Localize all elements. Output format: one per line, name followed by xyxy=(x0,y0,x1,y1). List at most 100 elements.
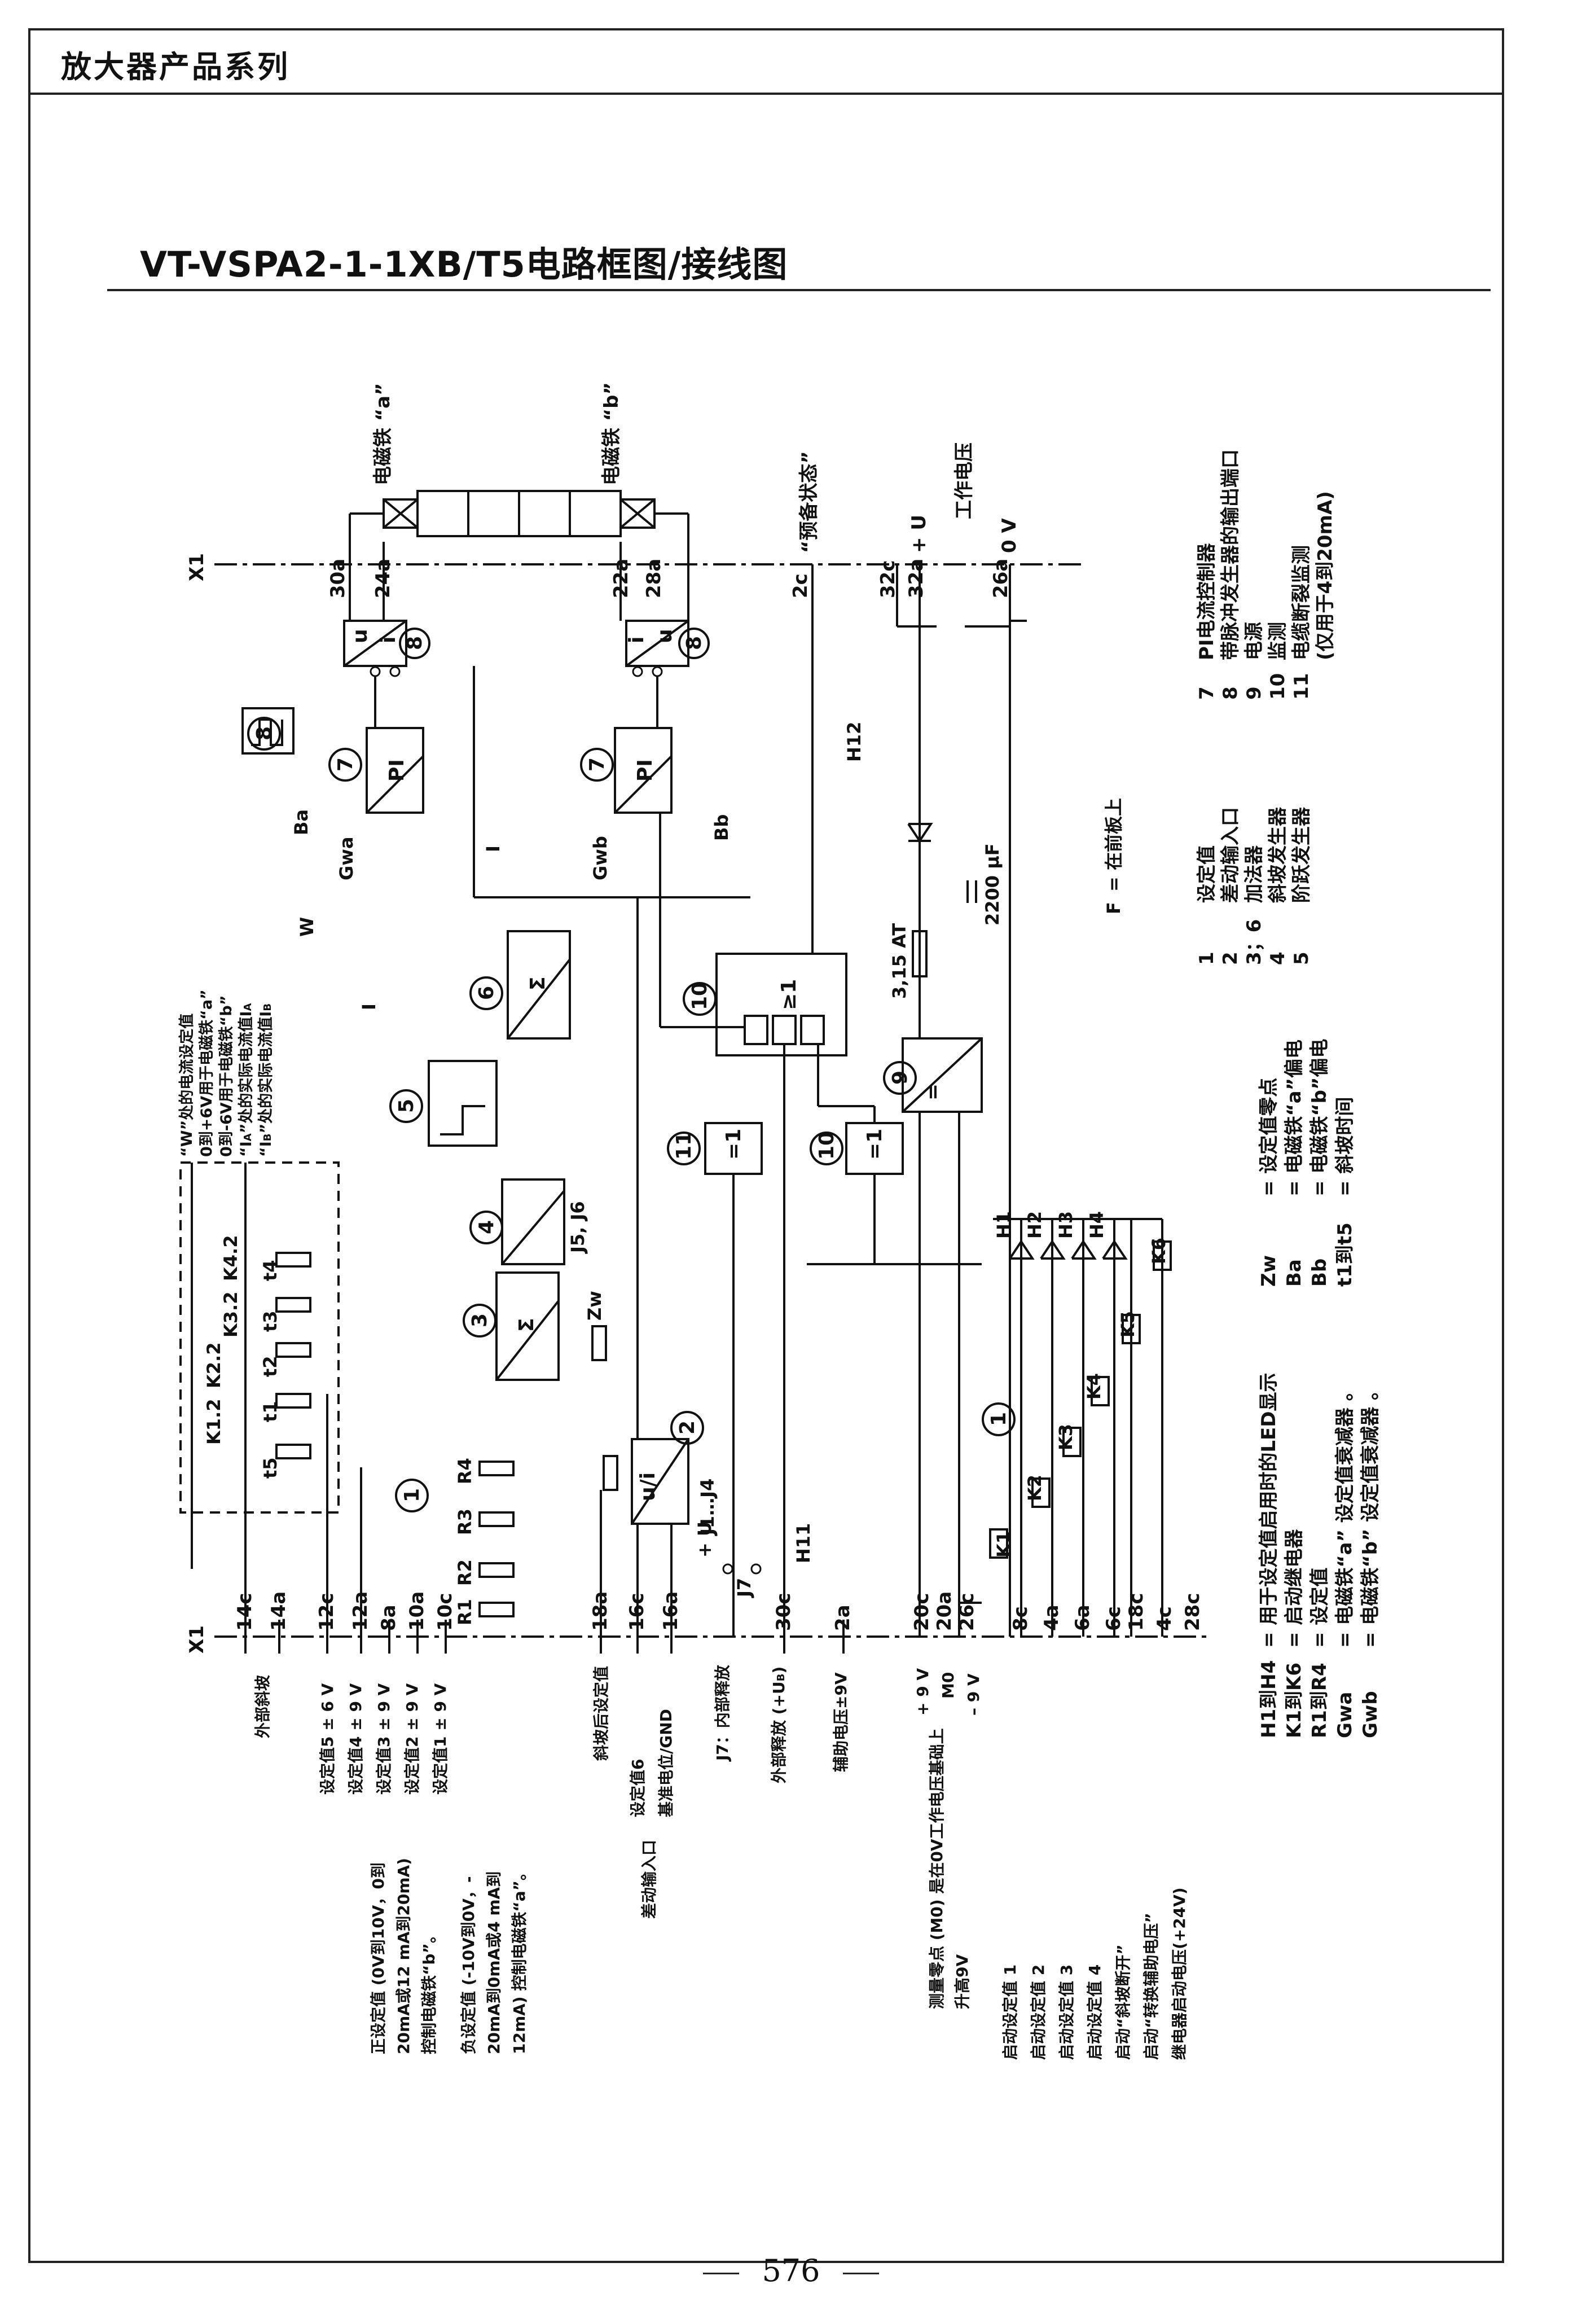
series-title: 放大器产品系列 xyxy=(61,49,290,85)
legend-text-7: PI电流控制器 xyxy=(1196,542,1218,660)
abbr-key-k: K1到K6 xyxy=(1283,1663,1306,1738)
pin-8c: 8c xyxy=(1009,1606,1032,1631)
label-sp1: 设定值1 ± 9 V xyxy=(431,1683,450,1795)
label-diff-in: 差动输入口 xyxy=(640,1840,658,1919)
pin-28a: 28a xyxy=(643,559,665,598)
relay-k1: K1 xyxy=(993,1531,1014,1558)
page-number: 576 xyxy=(762,2253,820,2288)
capacitor-label: 2200 μF xyxy=(982,843,1003,926)
block-8-number-b: 8 xyxy=(683,636,706,650)
w-note-1: “W”处的电流设定值 xyxy=(178,1014,196,1157)
pin-4c: 4c xyxy=(1153,1606,1176,1631)
relay-k6: K6 xyxy=(1148,1238,1170,1264)
label-p9v: + 9 V xyxy=(913,1668,932,1716)
block-7-number-a: 7 xyxy=(334,757,357,771)
relay-k2: K2 xyxy=(1024,1475,1045,1501)
label-relay-supply: 继电器启动电压(+24V) xyxy=(1170,1887,1189,2060)
block-9-number: 9 xyxy=(889,1071,912,1085)
contact-k2-2: K2.2 xyxy=(203,1343,225,1388)
abbr-key-gwb: Gwb xyxy=(1359,1691,1382,1738)
label-start-aux: 启动“转换辅助电压” xyxy=(1142,1913,1161,2060)
ge1-label: ≥1 xyxy=(777,979,801,1010)
setpoint-r1: R1 xyxy=(454,1599,476,1625)
legend-text-3: 加法器 xyxy=(1243,845,1265,903)
legend-text-11: 电缆断裂监测 xyxy=(1290,545,1313,660)
pin-20a: 20a xyxy=(933,1591,956,1631)
u-label-a: u xyxy=(349,629,372,643)
block-7-number-b: 7 xyxy=(586,757,609,771)
title-rule xyxy=(107,289,1491,291)
contact-k1-2: K1.2 xyxy=(203,1399,225,1445)
setpoint-r3: R3 xyxy=(454,1509,476,1535)
pin-16c: 16c xyxy=(626,1593,648,1631)
legend-num-1: 1 xyxy=(1196,951,1218,965)
ui-label: u/i xyxy=(636,1472,660,1501)
label-ref-gnd: 基准电位/GND xyxy=(657,1709,675,1817)
ub-label: + U xyxy=(694,1521,715,1558)
legend-text-2: 差动输入口 xyxy=(1219,807,1242,903)
abbr-val-r: = 设定值 xyxy=(1308,1568,1331,1648)
block-3-number: 3 xyxy=(468,1313,491,1327)
legend-text-8: 带脉冲发生器的输出端口 xyxy=(1219,449,1242,660)
pos-note-3: 控制电磁铁“b”。 xyxy=(420,1927,438,2054)
setpoint-r2: R2 xyxy=(454,1559,476,1586)
gwa-label: Gwa xyxy=(336,837,357,880)
abbr-val-gwb: = 电磁铁“b” 设定值衰减器 。 xyxy=(1359,1381,1382,1648)
pin-24a: 24a xyxy=(372,559,394,598)
pin-8a: 8a xyxy=(377,1604,400,1631)
pin-18a: 18a xyxy=(589,1591,612,1631)
abbr-val-h: = 用于设定值启用时的LED显示 xyxy=(1258,1373,1280,1648)
relay-k5: K5 xyxy=(1117,1311,1139,1338)
abbr-val-zw: = 设定值零点 xyxy=(1258,1078,1280,1196)
abbr-key-bb: Bb xyxy=(1308,1259,1331,1287)
sigma-label-3: Σ xyxy=(515,1318,538,1332)
label-start3: 启动设定值 3 xyxy=(1057,1965,1076,2060)
legend-num-3: 3；6 xyxy=(1243,919,1265,965)
connector-name-top: X1 xyxy=(186,553,208,581)
abbr-val-k: = 启动继电器 xyxy=(1283,1529,1306,1648)
w-note-3: 0到-6V用于电磁铁“b” xyxy=(218,996,235,1157)
front-panel-note: = 在前板上 xyxy=(1103,798,1124,892)
pos-note-2: 20mA或12 mA到20mA) xyxy=(394,1858,413,2054)
legend-num-10: 10 xyxy=(1267,673,1289,700)
neg-note-2: 20mA到0mA或4 mA到 xyxy=(485,1871,503,2054)
label-sp6: 设定值6 xyxy=(629,1759,647,1817)
block-1-number: 1 xyxy=(401,1488,424,1502)
pin-26c: 26c xyxy=(956,1593,978,1631)
pin-4a: 4a xyxy=(1040,1604,1063,1631)
pin-6c: 6c xyxy=(1102,1606,1125,1631)
label-m0-note-2: 升高9V xyxy=(953,1954,972,2009)
pin-10a: 10a xyxy=(406,1591,428,1631)
w-note-5: “IB”处的实际电流值IB xyxy=(257,1003,275,1157)
legend-text-10: 监测 xyxy=(1267,622,1289,660)
pin-14a: 14a xyxy=(267,1591,290,1631)
pi-label-a: PI xyxy=(385,759,408,782)
u-label-b: u xyxy=(653,629,676,643)
w-note-2: 0到+6V用于电磁铁“a” xyxy=(198,989,216,1157)
label-zero-v: 0 V xyxy=(998,518,1021,553)
i-label-a: i xyxy=(377,637,400,643)
block-5-number: 5 xyxy=(395,1099,418,1113)
eq1-label-a: =1 xyxy=(722,1129,745,1160)
eq1-label-b: =1 xyxy=(863,1129,886,1160)
pin-6a: 6a xyxy=(1071,1604,1094,1631)
relay-k4: K4 xyxy=(1083,1373,1105,1400)
pin-12a: 12a xyxy=(349,1591,372,1631)
time-t4: t4 xyxy=(260,1260,281,1281)
j7-label: J7 xyxy=(733,1578,755,1598)
pos-note-1: 正设定值 (0V到10V，0到 xyxy=(369,1862,388,2054)
led-h1: H1 xyxy=(993,1211,1014,1239)
relay-k3: K3 xyxy=(1055,1424,1076,1450)
label-solenoid-a: 电磁铁 “a” xyxy=(372,383,394,485)
abbr-key-h: H1到H4 xyxy=(1258,1660,1280,1738)
pin-22a: 22a xyxy=(610,559,632,598)
w-note-4: “IA”处的实际电流值IA xyxy=(237,1003,255,1157)
block-4-number: 4 xyxy=(475,1220,498,1234)
label-start2: 启动设定值 2 xyxy=(1029,1965,1048,2060)
ba-label: Ba xyxy=(291,809,312,835)
legend-num-2: 2 xyxy=(1219,951,1242,965)
label-ramp-after: 斜坡后设定值 xyxy=(592,1666,610,1761)
abbr-key-ba: Ba xyxy=(1283,1259,1306,1287)
page-footer: 576 xyxy=(0,2253,1582,2288)
